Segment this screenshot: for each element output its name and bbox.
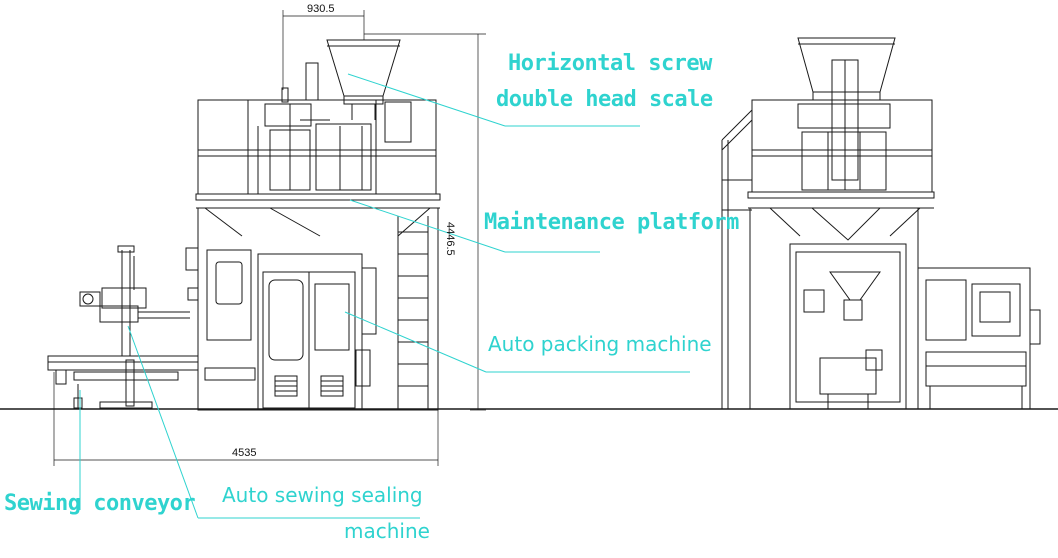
- label-packing: Auto packing machine: [488, 332, 712, 356]
- ladder: [397, 216, 429, 409]
- front-view: [185, 39, 441, 411]
- hopper: [326, 39, 401, 120]
- dimension-height: 4446.5: [444, 222, 456, 256]
- label-sewing-machine-line1: Auto sewing sealing: [222, 483, 423, 507]
- label-scale-line2: double head scale: [496, 87, 713, 112]
- side-view: [721, 37, 1041, 410]
- sewing-conveyor: [47, 245, 199, 409]
- label-platform: Maintenance platform: [484, 210, 739, 235]
- scale-frame: [197, 99, 437, 195]
- label-sewing-machine-line2: machine: [344, 519, 430, 543]
- dimension-base-width: 4535: [232, 447, 257, 459]
- platform-deck: [195, 193, 441, 201]
- packing-cabinet: [197, 207, 439, 411]
- dimension-top-width: 930.5: [307, 3, 335, 15]
- dimension-lines: [53, 10, 486, 466]
- leader-lines: [79, 73, 690, 519]
- label-sewing-conveyor: Sewing conveyor: [4, 491, 196, 516]
- label-scale-line1: Horizontal screw: [508, 51, 712, 76]
